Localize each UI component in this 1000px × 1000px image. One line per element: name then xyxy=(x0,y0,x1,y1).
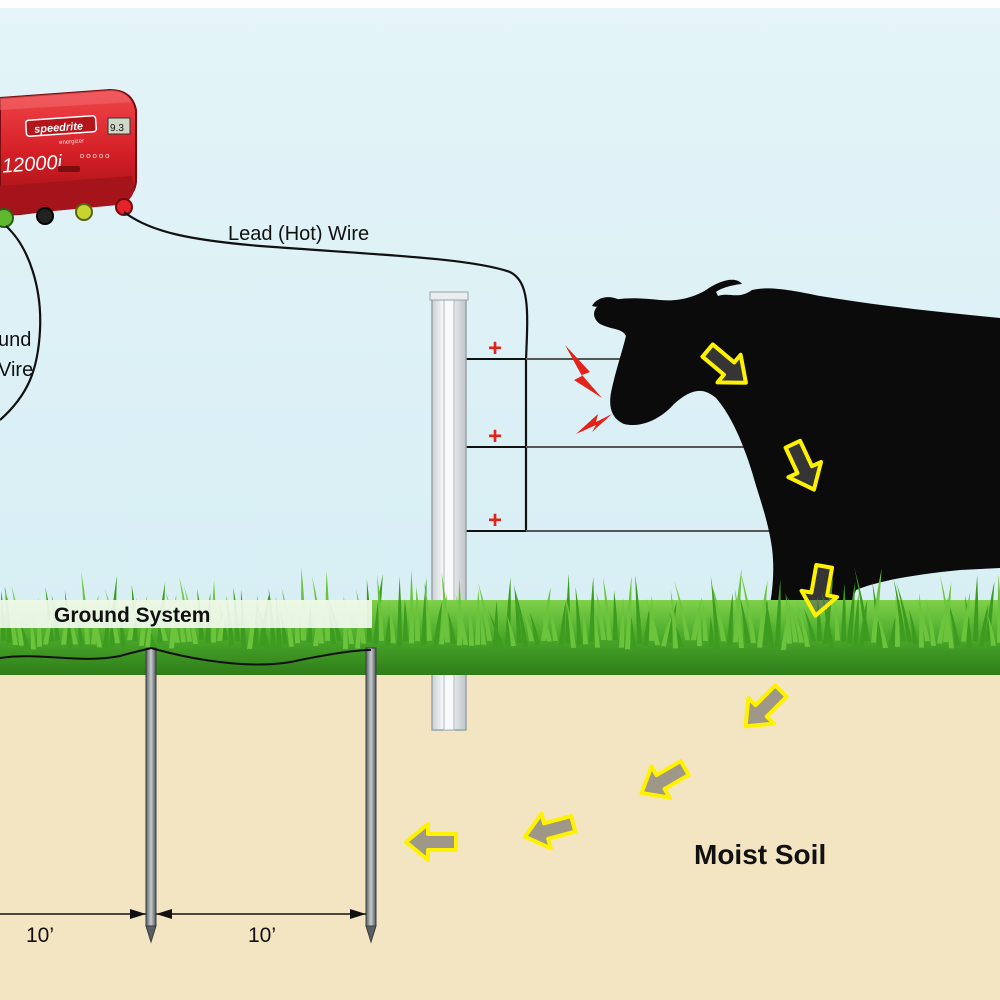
ground-wire xyxy=(0,225,42,421)
current-flow-arrow-icon xyxy=(639,759,691,800)
plus-sign-middle: + xyxy=(488,423,502,450)
brand-small-print: energizer xyxy=(59,138,84,146)
plus-sign-bottom: + xyxy=(488,507,502,534)
spacing-dimension xyxy=(0,909,146,919)
current-flow-arrows xyxy=(404,342,840,862)
fence-terminal xyxy=(115,198,133,216)
indicator-lights: ᴼ ᴼ ᴼ ᴼ ᴼ xyxy=(80,153,109,162)
lcd-display xyxy=(107,117,131,135)
current-flow-arrow-icon xyxy=(522,811,578,851)
plus-sign-top: + xyxy=(488,335,502,362)
ground-system-banner xyxy=(0,600,372,628)
brand-plate xyxy=(24,115,98,137)
ground-terminal xyxy=(0,208,14,228)
lcd-reading: 9.3 xyxy=(110,123,124,134)
current-flow-arrow-icon xyxy=(783,438,824,492)
lightning-bolt-icon xyxy=(576,414,612,434)
knob-terminal xyxy=(36,207,54,225)
current-flow-arrow-icon xyxy=(404,822,458,862)
ground-wire-label-line2: Vire xyxy=(0,359,33,381)
current-flow-arrow-icon xyxy=(700,342,748,385)
spacing-label: 10’ xyxy=(26,924,54,947)
current-flow-arrow-icon xyxy=(743,683,789,729)
energizer-unit: speedrite energizer 12000i 9.3 ᴼ ᴼ ᴼ ᴼ ᴼ xyxy=(0,88,137,228)
soil-background xyxy=(0,662,1000,1000)
ground-rod xyxy=(145,647,157,944)
lead-hot-wire xyxy=(123,211,529,530)
lightning-bolt-icon xyxy=(565,345,602,398)
yellow-terminal xyxy=(75,203,93,221)
lead-wire-label: Lead (Hot) Wire xyxy=(228,223,369,245)
top-margin xyxy=(0,0,1000,8)
current-flow-arrow-icon xyxy=(799,562,840,618)
ground-system-label: Ground System xyxy=(54,604,210,627)
brand-label: speedrite xyxy=(34,120,84,135)
ground-rod xyxy=(365,647,377,944)
model-label: 12000i xyxy=(1,151,63,177)
moist-soil-label: Moist Soil xyxy=(694,839,826,870)
ground-connecting-wire xyxy=(0,646,372,666)
spacing-dimension xyxy=(156,909,366,919)
spacing-label: 10’ xyxy=(248,924,276,947)
ground-wire-label-line1: und xyxy=(0,329,31,351)
vent-slot xyxy=(58,166,80,172)
